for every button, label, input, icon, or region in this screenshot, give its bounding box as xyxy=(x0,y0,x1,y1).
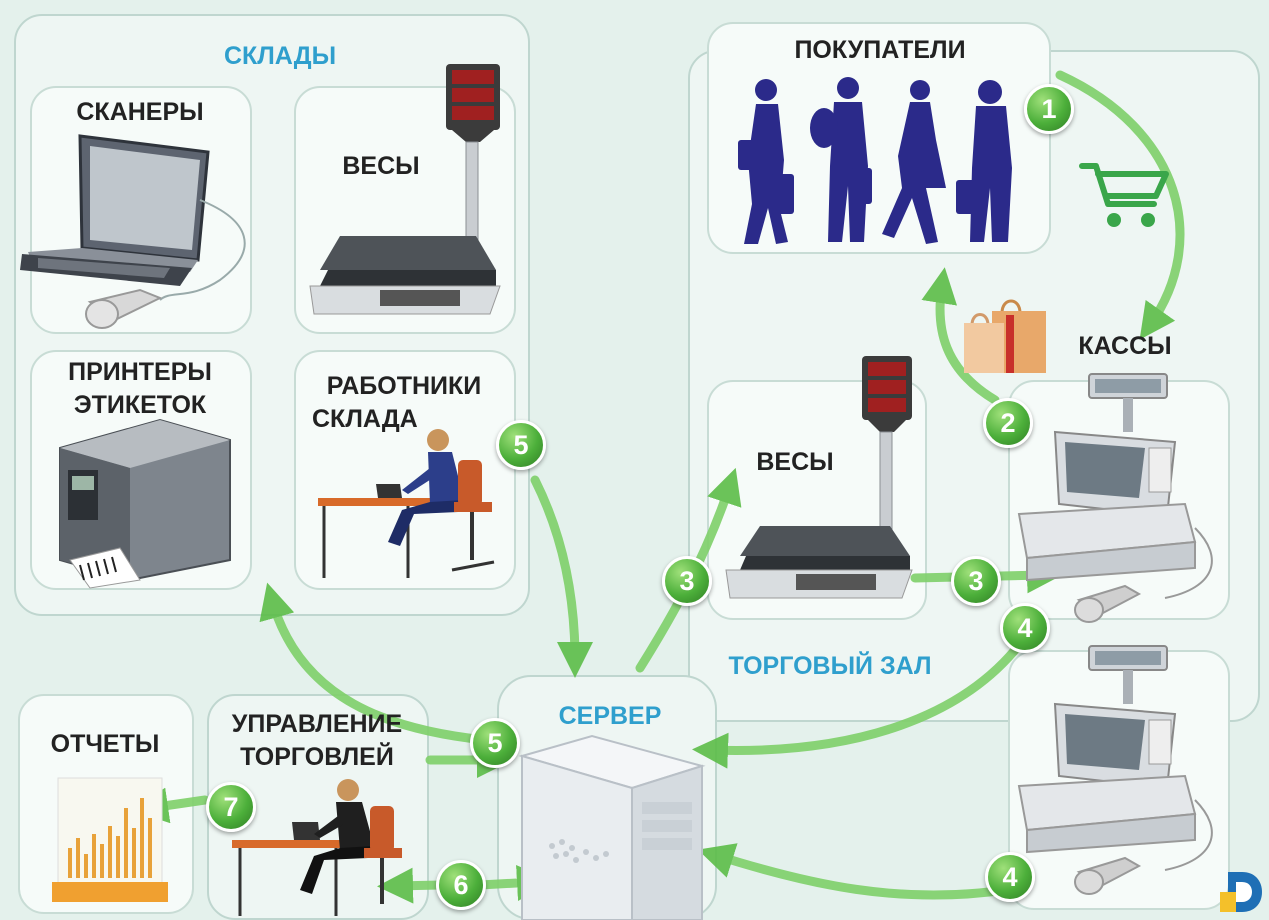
arrow-server-mgmt-left xyxy=(377,867,445,904)
step-badge-1: 1 xyxy=(1024,84,1074,134)
pos-scanner-icon xyxy=(1074,584,1142,623)
step-badge-3-register: 3 xyxy=(951,556,1001,606)
server-icon xyxy=(518,734,706,920)
warehouse-worker-icon xyxy=(318,429,495,578)
pos-scanner-icon-2 xyxy=(1074,856,1142,895)
shopping-cart-icon xyxy=(1079,163,1169,227)
registers-label: КАССЫ xyxy=(1078,332,1172,360)
arrow-customers-to-registers xyxy=(1055,70,1185,340)
manager-icon xyxy=(232,779,402,916)
step-badge-4-bottom: 4 xyxy=(985,852,1035,902)
step-badge-3-scales: 3 xyxy=(662,556,712,606)
scale-icon xyxy=(309,64,501,315)
warehouses-title: СКЛАДЫ xyxy=(223,42,337,70)
arrow-registers-to-customers xyxy=(921,267,1000,405)
pos-terminal-icon xyxy=(1017,373,1213,623)
workers-label-2: СКЛАДА xyxy=(312,405,418,433)
report-document-icon xyxy=(52,777,168,902)
step-badge-2: 2 xyxy=(983,398,1033,448)
reports-label: ОТЧЕТЫ xyxy=(50,730,160,758)
arrow-server-to-warehouses xyxy=(259,582,490,745)
arrow-register1-to-server xyxy=(692,625,1035,769)
arrow-workers-to-server xyxy=(530,475,593,678)
logo-icon xyxy=(1220,872,1262,912)
step-badge-7: 7 xyxy=(206,782,256,832)
laptop-icon xyxy=(20,134,246,329)
pos-terminal-icon-2 xyxy=(1017,645,1213,895)
printers-label-1: ПРИНТЕРЫ xyxy=(68,358,212,386)
scales-warehouse-label: ВЕСЫ xyxy=(342,152,420,180)
trade-mgmt-label-2: ТОРГОВЛЕЙ xyxy=(240,743,394,771)
shopping-bags-icon xyxy=(964,299,1046,373)
step-badge-4-top: 4 xyxy=(1000,603,1050,653)
customers-label: ПОКУПАТЕЛИ xyxy=(794,36,966,64)
step-badge-5-warehouse: 5 xyxy=(496,420,546,470)
server-title: СЕРВЕР xyxy=(558,702,662,730)
trade-mgmt-label-1: УПРАВЛЕНИЕ xyxy=(231,710,403,738)
step-badge-5-server: 5 xyxy=(470,718,520,768)
barcode-scanner-icon xyxy=(85,288,163,329)
label-printer-icon xyxy=(59,418,231,589)
step-badge-6: 6 xyxy=(436,860,486,910)
scanners-label: СКАНЕРЫ xyxy=(76,98,204,126)
sales-floor-title: ТОРГОВЫЙ ЗАЛ xyxy=(728,652,932,680)
arrow-register2-to-server xyxy=(697,843,1010,900)
printers-label-2: ЭТИКЕТОК xyxy=(73,391,207,419)
workers-label-1: РАБОТНИКИ xyxy=(326,372,482,400)
customers-icon xyxy=(738,77,1012,244)
scales-floor-label: ВЕСЫ xyxy=(756,448,834,476)
floor-scale-icon xyxy=(725,356,913,599)
